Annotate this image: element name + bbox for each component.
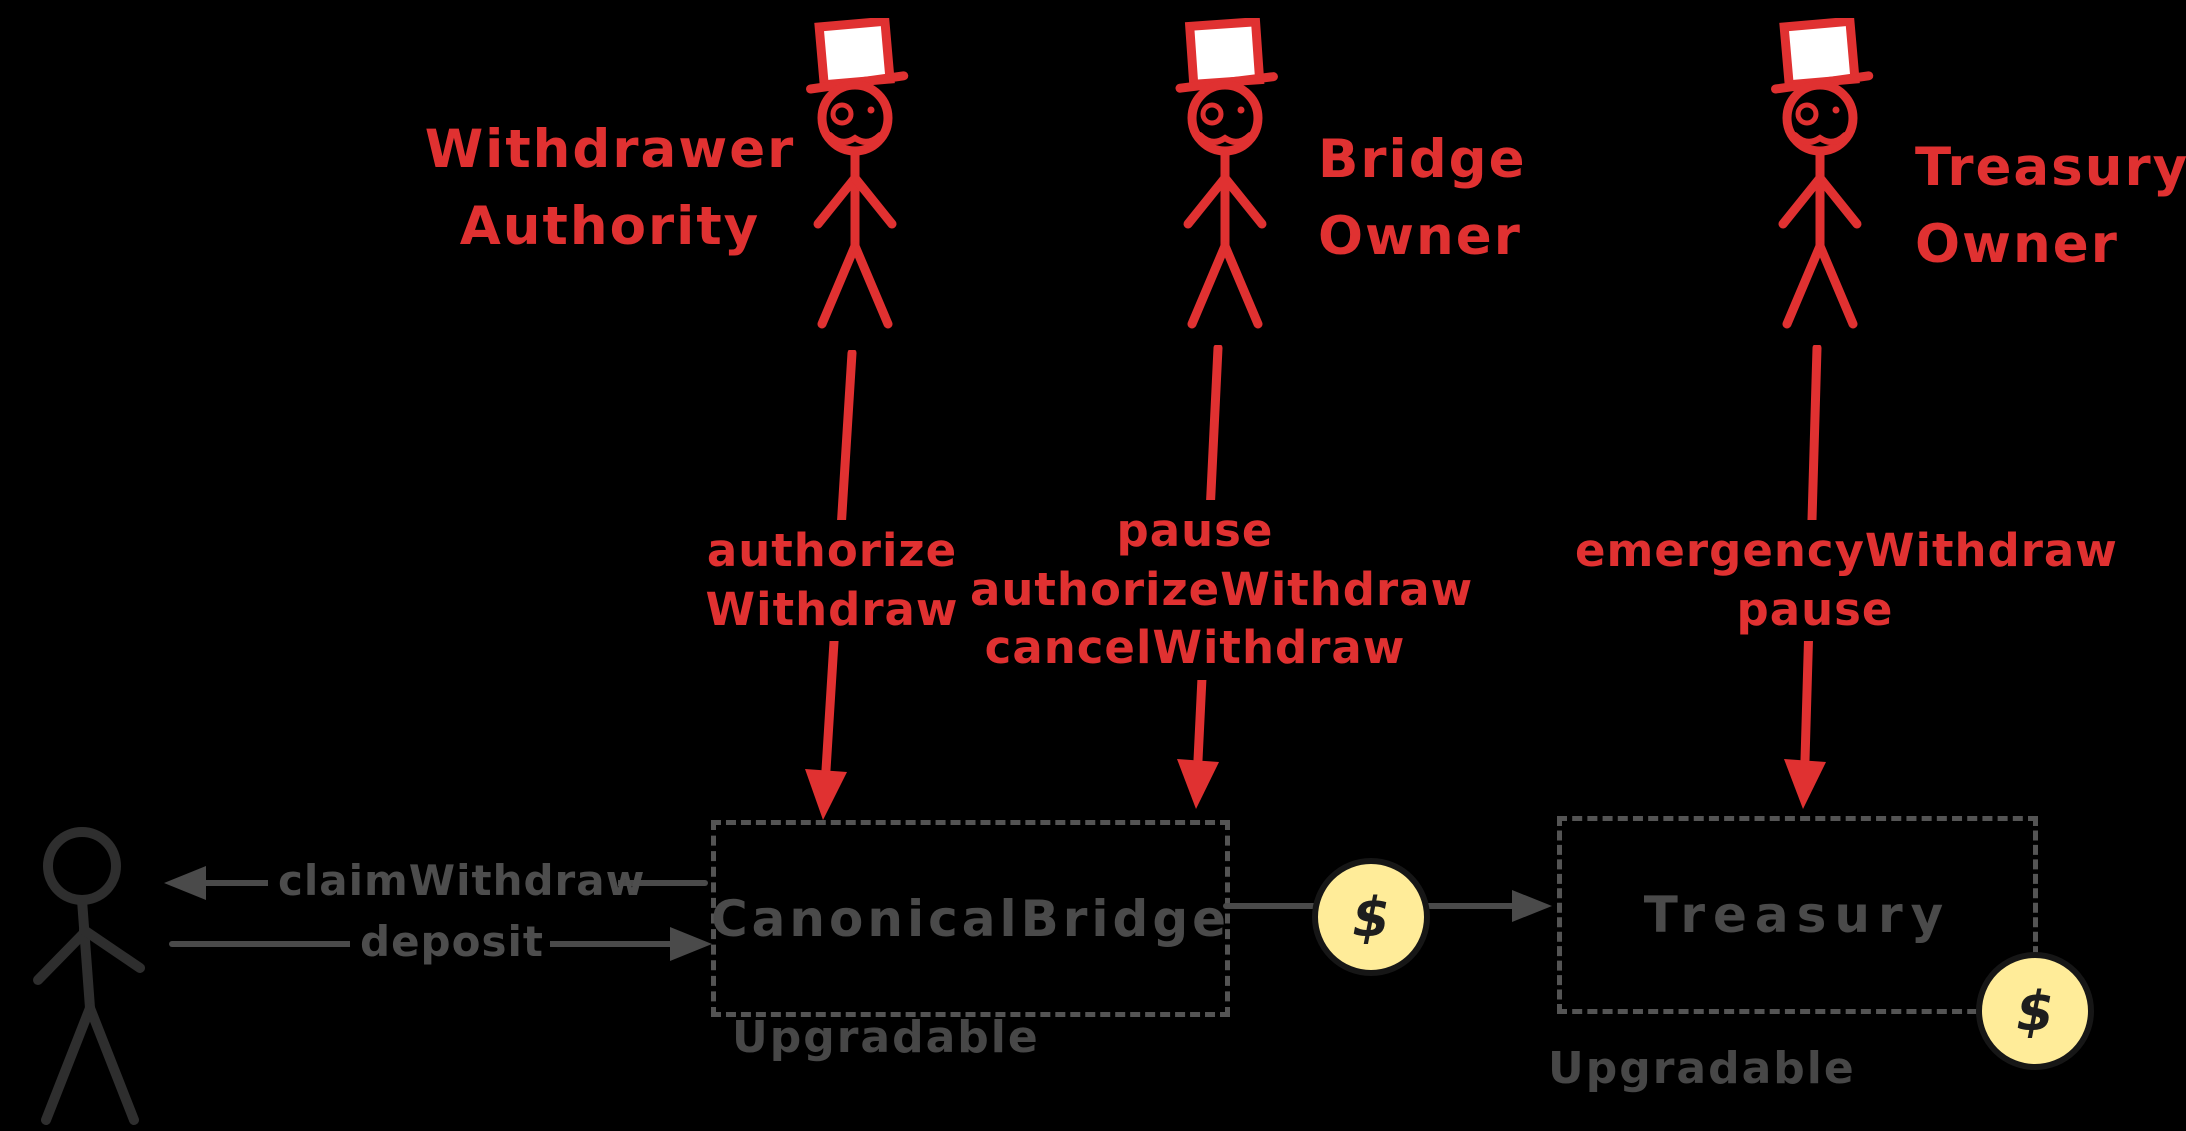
user-figure-icon — [20, 818, 180, 1131]
dollar-symbol: $ — [1352, 885, 1390, 949]
action-line: Withdraw — [705, 582, 959, 636]
action-line: authorize — [706, 524, 958, 577]
bridge-owner-figure-icon — [1140, 18, 1310, 338]
canonical-bridge-name: CanonicalBridge — [710, 889, 1231, 948]
action-line: pause — [1116, 504, 1274, 557]
withdrawer-authority-label: Withdrawer Authority — [420, 112, 800, 266]
treasury-name: Treasury — [1643, 886, 1952, 944]
treasury-owner-figure-icon — [1735, 18, 1905, 338]
withdrawer-actions-label: authorize Withdraw — [672, 520, 992, 641]
canonical-bridge-upgradable-tag: Upgradable — [732, 1012, 1040, 1063]
treasury-owner-actions-label: emergencyWithdraw pause — [1565, 520, 2118, 641]
withdrawer-authority-figure-icon — [770, 18, 940, 338]
action-line: authorizeWithdraw — [970, 562, 1474, 616]
actor-name-line: Treasury — [1915, 137, 2186, 198]
dollar-symbol: $ — [2016, 979, 2054, 1043]
action-line: pause — [1736, 582, 1894, 636]
actor-name-line: Owner — [1318, 205, 1522, 267]
action-line: cancelWithdraw — [984, 621, 1406, 674]
canonical-bridge-box: CanonicalBridge — [711, 820, 1230, 1017]
action-line: emergencyWithdraw — [1575, 524, 2118, 577]
actor-name-line: Owner — [1915, 213, 2119, 275]
treasury-owner-label: Treasury Owner — [1915, 130, 2186, 284]
transfer-coin-icon: $ — [1312, 858, 1430, 976]
actor-name-line: Bridge — [1318, 129, 1527, 190]
treasury-coin-icon: $ — [1976, 952, 2094, 1070]
bridge-owner-label: Bridge Owner — [1318, 122, 1618, 276]
claim-withdraw-label: claimWithdraw — [268, 856, 644, 905]
treasury-box: Treasury — [1557, 816, 2038, 1014]
actor-name-line: Authority — [459, 195, 761, 257]
deposit-label: deposit — [350, 917, 550, 966]
bridge-owner-actions-label: pause authorizeWithdraw cancelWithdraw — [960, 500, 1474, 680]
treasury-upgradable-tag: Upgradable — [1548, 1043, 1856, 1094]
actor-name-line: Withdrawer — [424, 119, 796, 180]
